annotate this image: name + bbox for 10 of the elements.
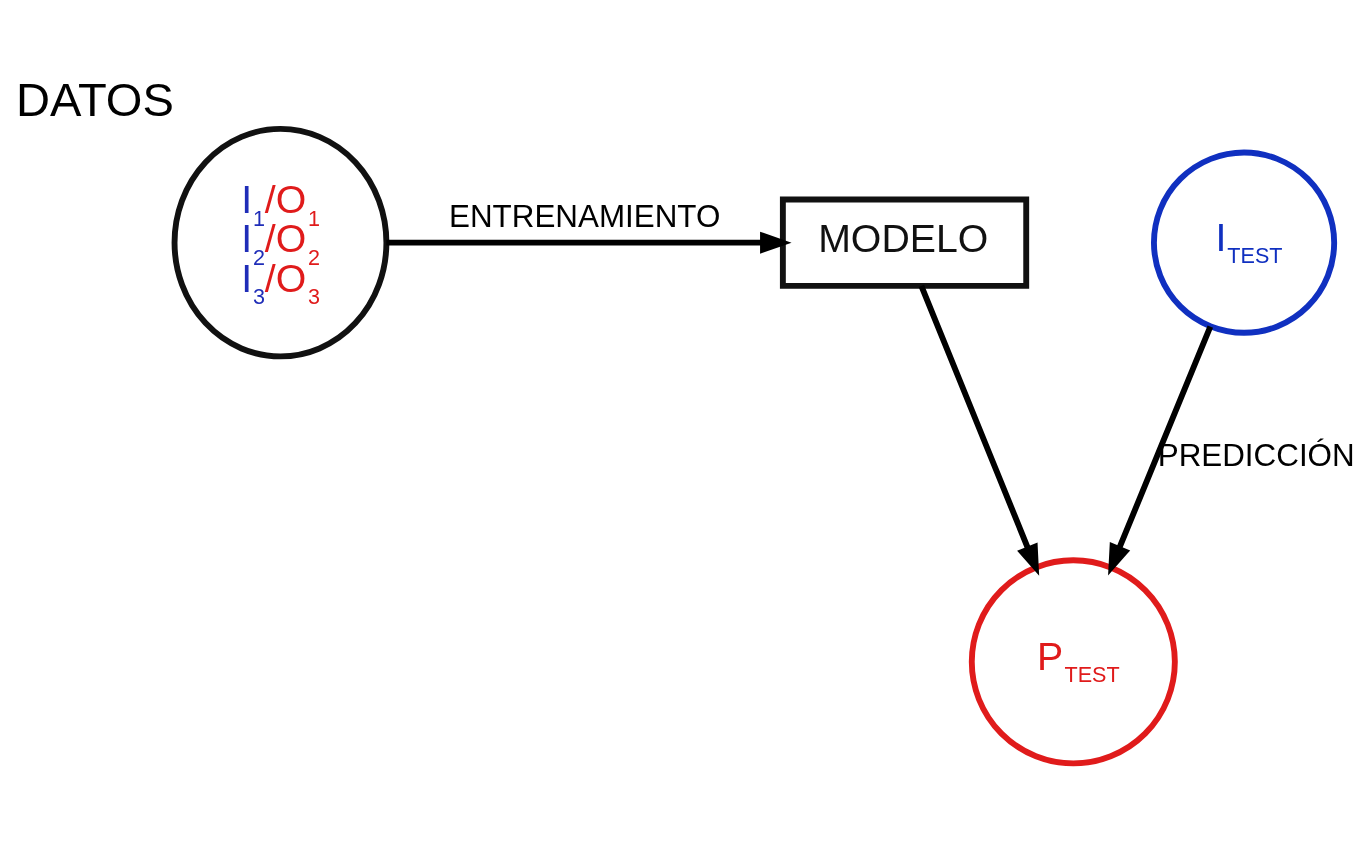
arrow <box>386 231 792 254</box>
edge-label: PREDICCIÓN <box>1157 437 1355 473</box>
arrow <box>918 284 1040 576</box>
node-circle: I$_{TEST}$ <box>1151 149 1338 336</box>
node-box: MODELO <box>779 196 1030 289</box>
node-circle: I$_{1}$/O$_{1}$ I$_{2}$/O$_{2}$ I$_{3}$/O$_{3}$ <box>171 125 390 360</box>
edge-label: ENTRENAMIENTO <box>448 198 721 234</box>
arrow <box>1108 325 1214 576</box>
node-label: DATOS <box>16 72 174 126</box>
node-circle: P$_{TEST}$ <box>968 557 1178 767</box>
